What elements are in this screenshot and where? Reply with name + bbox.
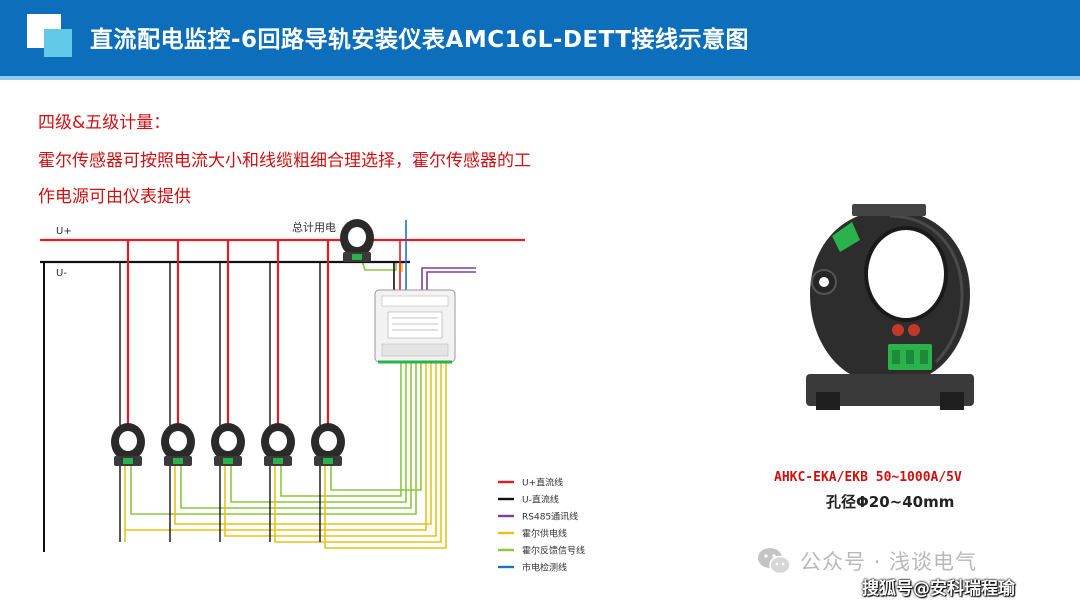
page-title: 直流配电监控-6回路导轨安装仪表AMC16L-DETT接线示意图 [90,27,750,53]
watermark-text: 公众号 · 浅谈电气 [800,550,978,574]
wiring-diagram-svg: U+ U- 总计用电 U+直流线 U-直流线 RS485通讯线霍尔供电线霍尔反馈信号… [40,219,585,574]
hole-size-label: 孔径Φ20~40mm [826,493,955,511]
hall-sensor-icon-5 [311,423,345,466]
watermark: 公众号 · 浅谈电气 [756,546,977,576]
note-heading: 四级&五级计量： [38,113,171,133]
bus-plus [40,238,525,424]
header-divider [0,76,1080,80]
power-lines [124,251,447,549]
din-rail-meter [374,289,456,364]
note-line-1: 霍尔传感器可按照电流大小和线缆粗细合理选择，霍尔传感器的工 [38,151,531,171]
source-watermark: 搜狐号@安科瑞程瑜 [862,579,1015,599]
total-label: 总计用电 [292,220,336,234]
hall-sensor-icon-2 [161,423,195,466]
wechat-icon [758,548,791,575]
note-line-2: 作电源可由仪表提供 [38,187,191,207]
legend-label-4: 霍尔供电线 [522,528,567,540]
hall-sensor-photo-icon [806,204,974,410]
bus-minus [40,260,410,552]
model-label: AHKC-EKA/EKB 50~1000A/5V [774,470,962,485]
logo-square-cyan [44,29,72,57]
bus-minus-label: U- [56,268,67,279]
header-bar [0,0,1080,76]
wiring-diagram: U+ U- 总计用电 U+直流线 U-直流线 RS485通讯线霍尔供电线霍尔反馈信号… [30,212,590,592]
legend-label-5: 霍尔反馈信号线 [522,545,585,557]
legend-label-6: 市电检测线 [522,562,567,574]
legend-label-1: U+直流线 [522,477,563,489]
hall-sensor-icon-4 [261,423,295,466]
legend-label-2: U-直流线 [522,494,559,506]
hall-sensor-icon-1 [111,423,145,466]
total-hall-sensor-icon [340,219,374,262]
bus-plus-label: U+ [56,226,72,237]
bus-minus-drops [119,262,321,542]
hall-sensor-icon-3 [211,423,245,466]
hall-sensor-photo [790,196,990,426]
legend-label-3: RS485通讯线 [522,511,578,523]
meter-taps [390,220,476,290]
